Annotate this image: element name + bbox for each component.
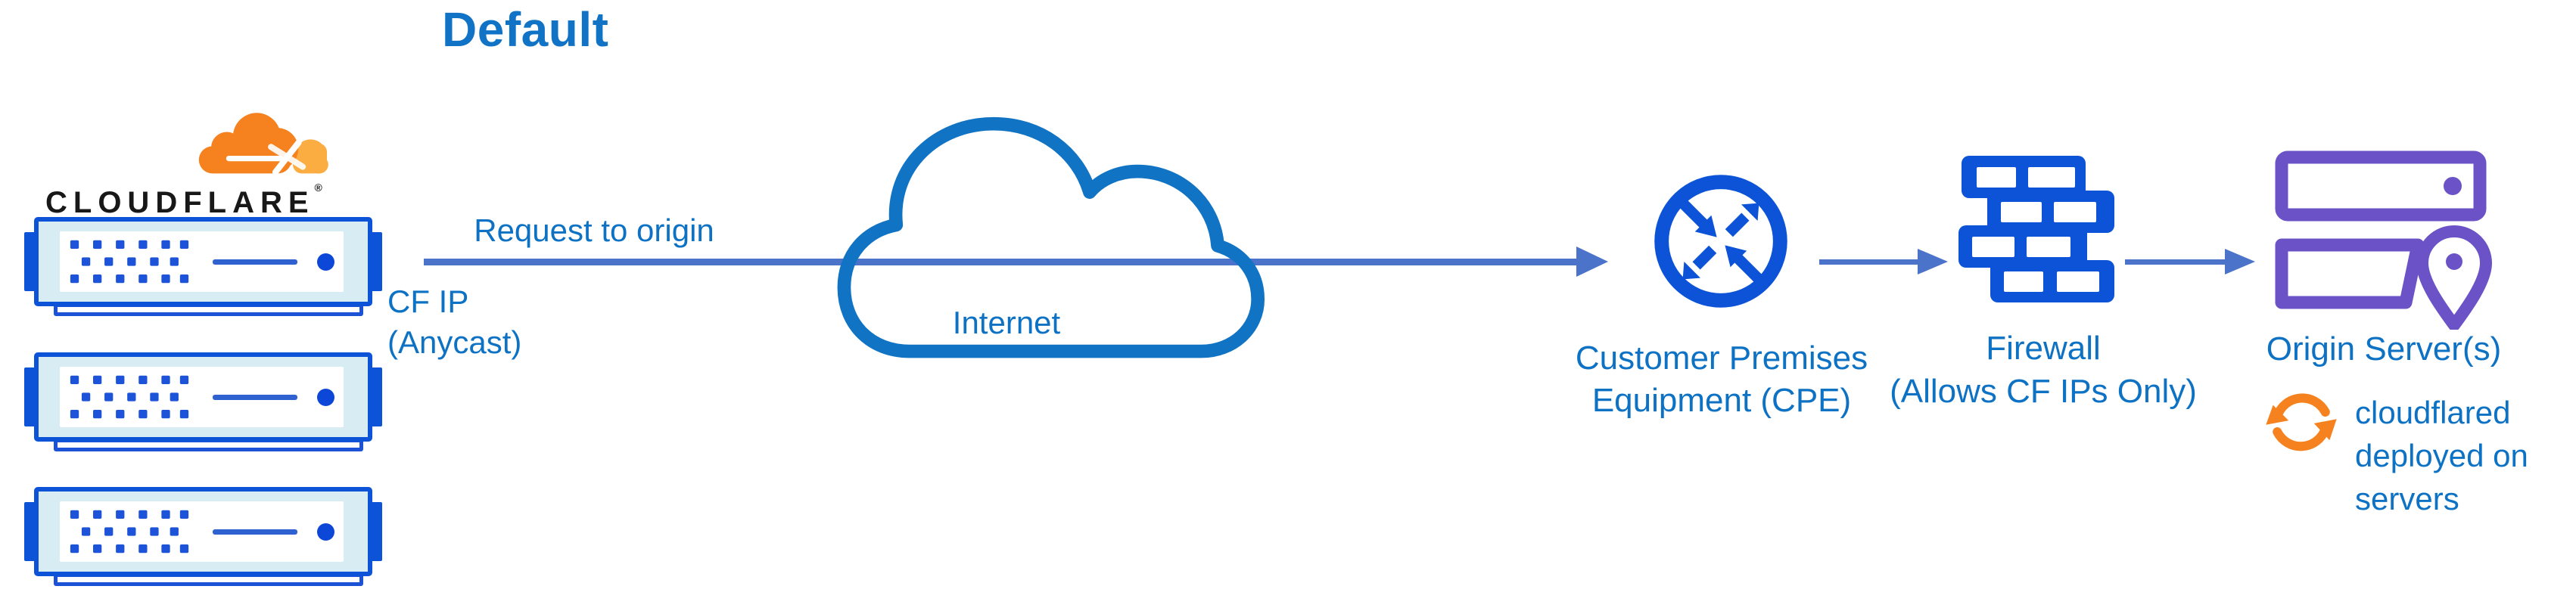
origin-server-bar-top xyxy=(2275,150,2487,222)
cloudflared-note: cloudflared deployed on servers xyxy=(2355,391,2528,520)
server-icon xyxy=(24,487,382,576)
server-power-led xyxy=(317,388,334,406)
page-title: Default xyxy=(442,2,609,57)
server-slot-line xyxy=(213,394,297,400)
server-power-led xyxy=(317,253,334,271)
flow-line-firewall-to-origin xyxy=(2125,259,2225,265)
router-arrows-icon xyxy=(1654,175,1787,308)
server-slot-line xyxy=(213,259,297,265)
cpe-label-line1: Customer Premises xyxy=(1575,340,1868,377)
request-to-origin-label: Request to origin xyxy=(474,212,714,248)
server-face xyxy=(60,501,344,562)
server-power-led xyxy=(317,523,334,541)
flow-line-cpe-to-firewall xyxy=(1819,259,1919,265)
registered-trademark-symbol: ® xyxy=(314,181,322,194)
cpe-label: Customer Premises Equipment (CPE) xyxy=(1551,337,1892,422)
server-icon xyxy=(24,217,382,306)
firewall-label-line2: (Allows CF IPs Only) xyxy=(1890,373,2197,410)
server-vent-dots xyxy=(70,510,189,554)
location-pin-dot xyxy=(2446,253,2462,270)
origin-servers-pin-icon xyxy=(2275,150,2492,330)
firewall-label: Firewall (Allows CF IPs Only) xyxy=(1875,327,2211,413)
origin-servers-label: Origin Server(s) xyxy=(2266,330,2502,367)
logo-white-gaps xyxy=(226,139,306,175)
server-vent-dots xyxy=(70,240,189,284)
cpe-label-line2: Equipment (CPE) xyxy=(1591,382,1852,419)
internet-label: Internet xyxy=(952,305,1061,340)
server-slot-line xyxy=(213,529,297,535)
anycast-line: (Anycast) xyxy=(387,324,522,360)
origin-server-led xyxy=(2444,177,2462,195)
arrow-head-into-origin xyxy=(2225,249,2255,274)
cloudflared-note-line1: cloudflared xyxy=(2355,395,2511,430)
server-stack-icon xyxy=(24,487,382,586)
server-stack-icon xyxy=(24,352,382,451)
flow-line-servers-to-cpe xyxy=(424,259,1576,265)
location-pin-icon xyxy=(2416,225,2492,330)
cf-ip-anycast-label: CF IP (Anycast) xyxy=(387,281,521,363)
server-stack-icon xyxy=(24,217,382,316)
server-vent-dots xyxy=(70,375,189,419)
arrow-head-into-cpe xyxy=(1576,247,1608,277)
firewall-label-line1: Firewall xyxy=(1986,330,2101,367)
brick-wall-icon xyxy=(1958,156,2114,302)
server-face xyxy=(60,367,344,427)
sync-arrows-icon xyxy=(2266,393,2337,451)
server-face xyxy=(60,231,344,292)
cloudflare-wordmark: CLOUDFLARE® xyxy=(45,181,322,220)
arrow-head-into-firewall xyxy=(1918,249,1948,274)
cloudflared-note-line3: servers xyxy=(2355,481,2459,516)
origin-server-bar-bottom xyxy=(2275,238,2425,309)
server-icon xyxy=(24,352,382,442)
cloudflared-note-line2: deployed on xyxy=(2355,438,2528,473)
cf-ip-line: CF IP xyxy=(387,284,469,319)
cloudflare-cloud-icon xyxy=(198,113,328,175)
cloudflare-wordmark-text: CLOUDFLARE xyxy=(45,186,315,219)
internet-cloud-icon xyxy=(837,116,1265,358)
